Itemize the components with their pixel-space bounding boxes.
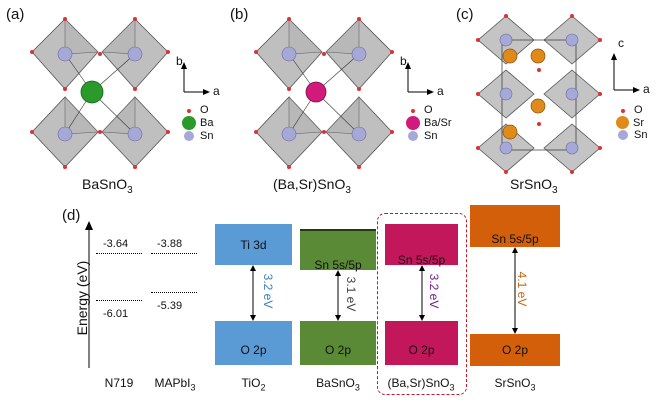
axis-a-label: a <box>643 82 650 96</box>
energy-axis-label: Energy (eV) <box>74 260 90 336</box>
mapbi3-homo-value: -5.39 <box>157 300 183 312</box>
panel-a-label: (a) <box>6 6 25 23</box>
basno3-gap-arrow <box>335 270 341 321</box>
ba-sr-sno3-gap-label: 3.2 eV <box>427 273 441 309</box>
n719-label: N719 <box>104 376 134 390</box>
axes-b-icon <box>405 62 434 95</box>
srsno3-gap-label: 4.1 eV <box>515 271 529 307</box>
basno3-cb-label: Sn 5s/5p <box>314 258 362 272</box>
ba-sr-sno3-crystal-structure <box>254 17 394 169</box>
srsno3-conduction-band <box>470 205 560 247</box>
ba-atom <box>80 80 104 104</box>
tio2-label: TiO2 <box>241 376 266 393</box>
axes-a-icon <box>181 62 210 95</box>
axes-c-icon <box>611 53 640 93</box>
caption-basno3: BaSnO3 <box>82 176 133 196</box>
highlight-box <box>377 213 467 395</box>
srsno3-crystal-structure <box>476 14 602 174</box>
srsno3-valence-band <box>470 334 560 366</box>
tio2-gap-arrow <box>250 265 256 321</box>
legend-a: O Ba Sn <box>182 104 213 142</box>
axis-c-label: c <box>618 36 624 50</box>
axis-b-label: b <box>176 54 183 68</box>
n719-homo-value: -6.01 <box>103 308 129 320</box>
mapbi3-homo-line <box>151 292 197 293</box>
legend-b: O Ba/Sr Sn <box>406 104 452 142</box>
caption-ba-sr-sno3: (Ba,Sr)SnO3 <box>273 176 351 196</box>
tio2-gap-label: 3.2 eV <box>261 273 275 309</box>
energy-axis <box>85 221 93 368</box>
ba-sr-sno3-conduction-band <box>385 224 458 265</box>
n719-homo-line <box>96 300 142 301</box>
tio2-vb-label: O 2p <box>240 343 267 357</box>
panel-d-label: (d) <box>62 207 81 224</box>
tio2-conduction-band <box>215 224 292 265</box>
basno3-vb-label: O 2p <box>324 343 351 357</box>
srsno3-label: SrSnO3 <box>494 376 536 393</box>
panel-b-label: (b) <box>230 6 249 23</box>
basno3-conduction-band <box>300 229 376 270</box>
srsno3-gap-arrow <box>512 247 518 334</box>
axis-a-label: a <box>213 84 220 98</box>
caption-srsno3: SrSnO3 <box>510 176 558 196</box>
basno3-gap-label: 3.1 eV <box>344 276 358 312</box>
n719-lumo-value: -3.64 <box>103 238 129 250</box>
tio2-cb-label: Ti 3d <box>240 238 267 252</box>
ba-sr-atom <box>305 81 327 103</box>
axis-a-label: a <box>437 84 444 98</box>
ba-sr-sno3-cb-label: Sn 5s/5p <box>397 253 446 267</box>
panel-c-label: (c) <box>456 6 474 23</box>
ba-sr-sno3-vb-label: O 2p <box>408 343 435 357</box>
mapbi3-lumo-value: -3.88 <box>157 238 183 250</box>
axis-b-label: b <box>400 54 407 68</box>
srsno3-cb-label: Sn 5s/5p <box>491 232 539 246</box>
legend-c: O Sr Sn <box>616 104 647 141</box>
ba-sr-sno3-gap-arrow <box>419 265 425 321</box>
basno3-valence-band <box>300 321 376 365</box>
basno3-label: BaSnO3 <box>316 376 360 393</box>
ba-sr-sno3-valence-band <box>385 321 458 365</box>
srsno3-vb-label: O 2p <box>501 343 528 357</box>
mapbi3-label: MAPbI3 <box>154 376 196 393</box>
basno3-crystal-structure <box>30 17 170 169</box>
mapbi3-lumo-line <box>151 253 197 254</box>
n719-lumo-line <box>96 253 142 254</box>
tio2-valence-band <box>215 321 292 365</box>
ba-sr-sno3-label: (Ba,Sr)SnO3 <box>387 376 455 393</box>
